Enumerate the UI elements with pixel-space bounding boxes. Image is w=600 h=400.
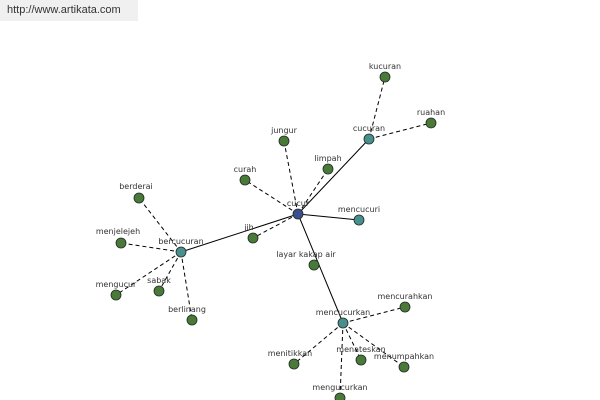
edge-cucuran-kucuran (368, 76, 386, 140)
edge-cucur-mencucurkan (297, 213, 344, 324)
node-cucuran[interactable] (363, 133, 375, 145)
node-label-berlinang: berlinang (168, 305, 206, 314)
node-curah[interactable] (239, 174, 251, 186)
node-mengucur[interactable] (110, 289, 122, 301)
node-menumpahkan[interactable] (398, 361, 410, 373)
edge-mencucurkan-menitikkan (293, 322, 344, 365)
node-kucuran[interactable] (379, 71, 391, 83)
node-mengucurkan[interactable] (334, 392, 346, 400)
edge-mencucurkan-menumpahkan (342, 322, 405, 368)
node-label-menitikkan: menitikkan (268, 349, 312, 358)
node-label-mencucuri: mencucuri (338, 205, 380, 214)
node-mencucurkan[interactable] (337, 317, 349, 329)
node-label-curah: curah (234, 165, 257, 174)
node-label-mencurahkan: mencurahkan (378, 292, 433, 301)
node-label-mengucur: mengucur (96, 280, 137, 289)
node-menitikkan[interactable] (288, 358, 300, 370)
edge-bercucuran-mengucur (115, 251, 182, 296)
node-label-jungur: jungur (270, 126, 298, 135)
node-jungur[interactable] (278, 135, 290, 147)
edge-cucur-limpah (297, 168, 329, 215)
node-sabak[interactable] (153, 285, 165, 297)
edge-cucur-jungur (283, 140, 299, 215)
edge-cucur-jih (252, 213, 299, 239)
node-berderai[interactable] (133, 192, 145, 204)
edges-layer (115, 76, 432, 399)
node-mencurahkan[interactable] (399, 301, 411, 313)
edge-cucuran-ruahan (368, 122, 432, 140)
edge-bercucuran-berderai (138, 197, 182, 253)
node-label-limpah: limpah (314, 154, 341, 163)
edge-cucur-cucuran (297, 138, 370, 215)
edge-bercucuran-menjelejeh (120, 242, 182, 253)
edge-mencucurkan-mencurahkan (342, 306, 406, 324)
node-label-menjelejeh: menjelejeh (96, 227, 140, 236)
node-label-ruahan: ruahan (417, 108, 445, 117)
nodes-layer (110, 71, 437, 400)
node-label-cucur: cucur (287, 199, 310, 208)
node-menjelejeh[interactable] (115, 237, 127, 249)
node-layar[interactable] (308, 259, 320, 271)
edge-mencucurkan-mengucurkan (339, 322, 344, 399)
node-menateskan[interactable] (355, 354, 367, 366)
node-label-menateskan: menateskan (336, 345, 385, 354)
node-ruahan[interactable] (425, 117, 437, 129)
node-label-bercucuran: bercucuran (158, 237, 203, 246)
node-label-layar: layar kakap air (276, 250, 336, 259)
node-mencucuri[interactable] (353, 214, 365, 226)
node-cucur[interactable] (292, 208, 304, 220)
node-label-berderai: berderai (119, 182, 153, 191)
labels-layer: cucur cucuran bercucuran mencucurkan mencucu… (96, 62, 446, 392)
edge-cucur-mencucuri (297, 213, 360, 221)
source-url-banner[interactable]: http://www.artikata.com (0, 0, 138, 21)
node-label-mencucurkan: mencucurkan (316, 308, 370, 317)
node-label-menumpahkan: menumpahkan (374, 352, 434, 361)
edge-cucur-curah (244, 179, 299, 215)
node-berlinang[interactable] (186, 314, 198, 326)
node-label-mengucurkan: mengucurkan (312, 383, 367, 392)
node-label-cucuran: cucuran (353, 124, 385, 133)
node-label-kucuran: kucuran (369, 62, 401, 71)
edge-mencucurkan-menateskan (342, 322, 362, 361)
node-bercucuran[interactable] (175, 246, 187, 258)
node-label-jih: jih (243, 223, 254, 232)
edge-bercucuran-sabak (158, 251, 182, 292)
node-jih[interactable] (247, 232, 259, 244)
edge-bercucuran-berlinang (180, 251, 193, 321)
edge-cucur-bercucuran (180, 213, 299, 253)
node-label-sabak: sabak (147, 276, 171, 285)
node-limpah[interactable] (322, 163, 334, 175)
